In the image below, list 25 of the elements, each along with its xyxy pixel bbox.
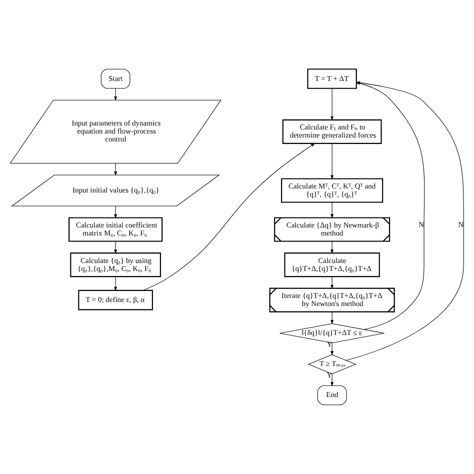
arrow [114, 206, 118, 219]
arrow [330, 312, 334, 324]
arrow [330, 374, 334, 386]
arrow [114, 276, 118, 292]
node-box: Calculate {q}T+Δ,{q}T+Δ,{q₀}T+Δ [284, 252, 380, 278]
node-box: Calculate initial coefficient matrix M₀, C₀, K₀, F₀ [68, 217, 163, 242]
node-box: Calculate Fₜ and Fₙ to determine generalized forces [282, 119, 382, 144]
node-box: Start [100, 68, 130, 89]
arrow [330, 88, 334, 121]
node-box: T = 0; define ε, β, α [78, 290, 153, 310]
arrow [330, 202, 334, 218]
arrow [142, 143, 316, 291]
arrow [330, 276, 334, 290]
node-box: Calculate Mᵀ, Cᵀ, Kᵀ, Qᵀ and {q}ᵀ, {q}ᵀ, {q₀}ᵀ [281, 178, 384, 203]
arrow [114, 241, 118, 254]
arrow [114, 88, 118, 101]
arrow [114, 163, 118, 176]
arrow [330, 342, 334, 356]
edge-label: N [418, 220, 424, 229]
arrow [330, 143, 334, 180]
node-box: Calculate {q₀} by using {q₀},{q₀},M₀, C₀, K₀, F₀ [70, 252, 161, 278]
node-box: End [317, 385, 347, 406]
arrow [330, 241, 334, 254]
edge-label: N [458, 220, 464, 229]
node-box: T = T + ΔT [307, 68, 357, 89]
